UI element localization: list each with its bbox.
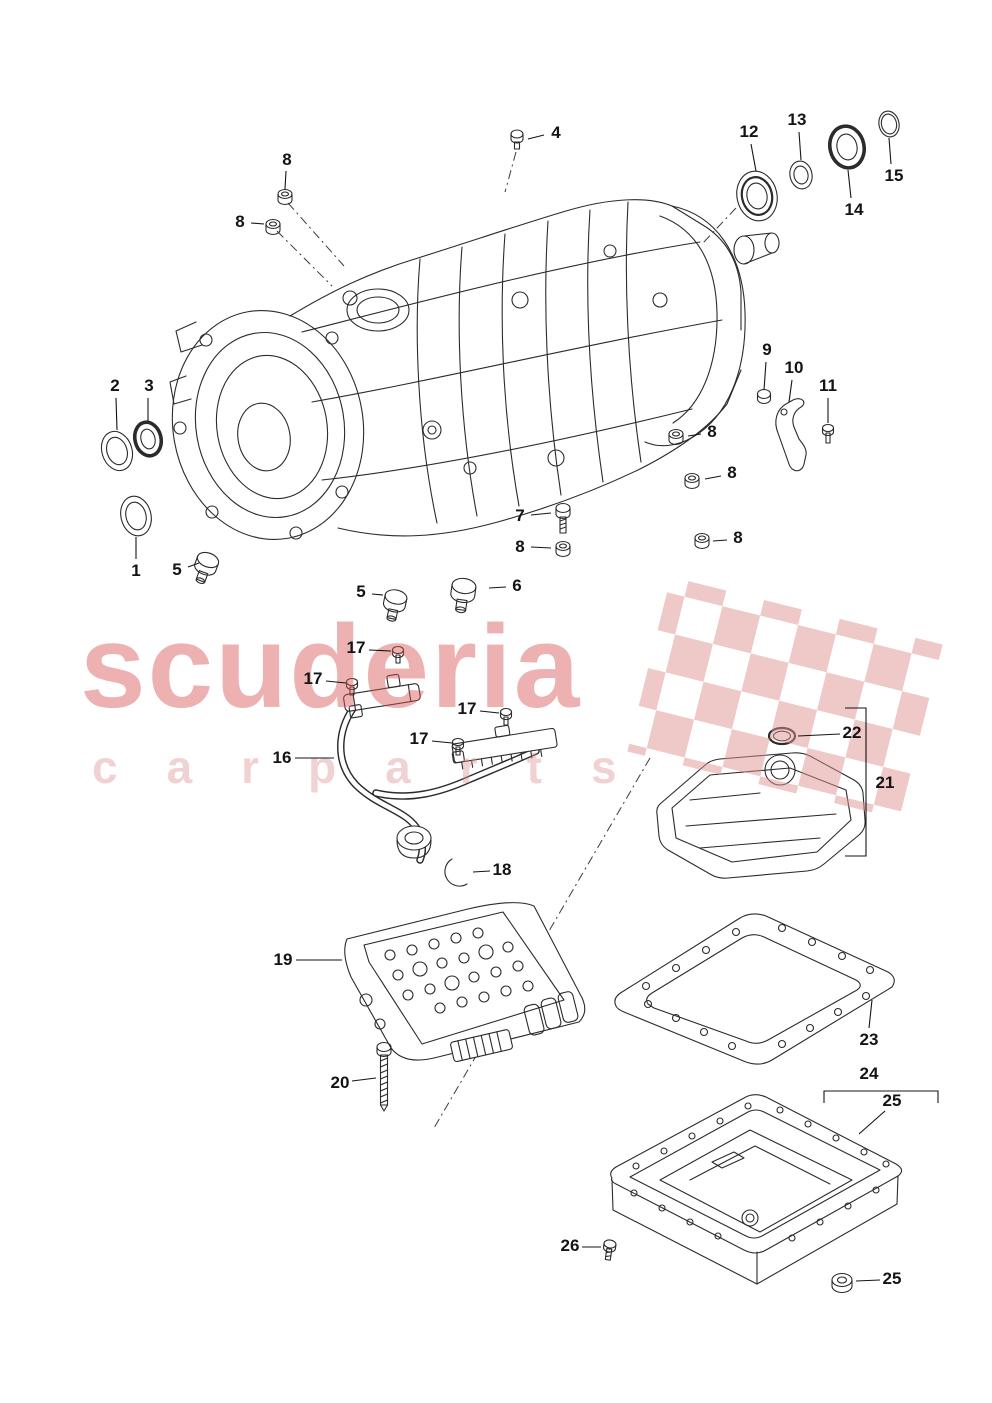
callout-label-8: 8 (727, 463, 737, 482)
watermark-title: scuderia (80, 601, 582, 733)
callout-label-20: 20 (330, 1073, 350, 1092)
callout-label-25: 25 (882, 1269, 902, 1288)
screw-17-icon (499, 707, 513, 726)
output-shaft (733, 232, 780, 265)
callout-label-5: 5 (172, 560, 182, 579)
callout-label-21: 21 (875, 773, 895, 792)
clip-18-icon (444, 858, 468, 887)
callout-label-25: 25 (882, 1091, 902, 1110)
bolt-7-icon (555, 502, 571, 534)
callout-label-4: 4 (551, 123, 561, 142)
seal-ring-1-icon (120, 495, 152, 537)
nut-8-icon (555, 540, 571, 558)
cap-nut-9-icon (756, 388, 772, 405)
seal-ring-12-icon (736, 170, 778, 222)
callout-label-22: 22 (842, 723, 862, 742)
nut-8-icon (684, 472, 700, 490)
callout-label-14: 14 (844, 200, 864, 219)
transmission-housing (169, 199, 780, 540)
oil-pan-24 (610, 1094, 903, 1285)
oil-filter-21 (656, 726, 866, 879)
callout-label-3: 3 (144, 376, 154, 395)
callout-label-1: 1 (131, 561, 141, 580)
seal-ring-14-icon (828, 124, 866, 170)
callout-label-23: 23 (859, 1030, 879, 1049)
bell-housing (169, 310, 365, 540)
nut-8-icon (277, 188, 293, 206)
nut-8-icon (694, 532, 710, 550)
screw-17-icon (391, 645, 405, 664)
callout-label-12: 12 (739, 122, 759, 141)
wiring-harness-16 (337, 673, 558, 864)
callout-label-8: 8 (235, 212, 245, 231)
screw-11-icon (821, 423, 835, 444)
screw-17-icon (451, 737, 465, 756)
seal-ring-15-icon (878, 110, 900, 138)
sensor-6-icon (450, 577, 477, 614)
callout-label-5: 5 (356, 582, 366, 601)
callout-label-15: 15 (884, 166, 904, 185)
callout-label-6: 6 (512, 576, 522, 595)
callout-label-13: 13 (787, 110, 807, 129)
drain-plug-25-icon (831, 1272, 853, 1294)
callout-label-9: 9 (762, 340, 772, 359)
o-ring-22-icon (767, 726, 797, 746)
seal-ring-3-icon (132, 420, 164, 458)
callout-label-17: 17 (409, 729, 429, 748)
nut-8-icon (265, 218, 281, 236)
mechatronic-unit-19 (344, 902, 586, 1063)
lever-10-icon (775, 398, 807, 472)
callout-label-2: 2 (110, 376, 120, 395)
callout-label-16: 16 (272, 748, 292, 767)
callout-label-8: 8 (282, 150, 292, 169)
watermark-subtitle: carparts (92, 741, 666, 793)
nut-8-icon (668, 428, 684, 446)
callout-label-17: 17 (457, 699, 477, 718)
callout-label-24: 24 (859, 1064, 879, 1083)
callout-label-8: 8 (515, 537, 525, 556)
bolt-20-icon (376, 1041, 392, 1112)
callout-label-26: 26 (560, 1236, 580, 1255)
callout-label-18: 18 (492, 860, 512, 879)
callout-label-17: 17 (346, 638, 366, 657)
bolt-4-icon (510, 129, 524, 150)
callout-label-7: 7 (515, 506, 525, 525)
construction-lines (276, 151, 737, 1129)
callout-label-8: 8 (707, 422, 717, 441)
callout-label-19: 19 (273, 950, 293, 969)
callout-label-17: 17 (303, 669, 323, 688)
seal-ring-2-icon (100, 430, 134, 472)
sensor-5-icon (194, 551, 220, 585)
callout-label-10: 10 (784, 358, 804, 377)
sensor-5-icon (382, 589, 408, 622)
screw-17-icon (345, 677, 359, 696)
harness-plug (396, 825, 432, 859)
oil-pan-gasket-23 (614, 913, 895, 1065)
screw-26-icon (602, 1239, 617, 1261)
callout-label-8: 8 (733, 528, 743, 547)
seal-ring-13-icon (789, 160, 813, 190)
callout-label-11: 11 (819, 376, 837, 395)
